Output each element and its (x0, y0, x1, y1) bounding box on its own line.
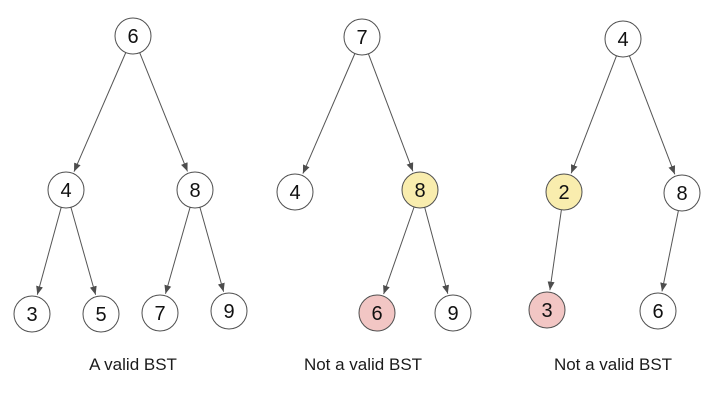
tree-node-circle-3 (528, 291, 566, 329)
tree-node-circle-2 (545, 173, 583, 211)
tree-edge-2-3 (547, 209, 562, 291)
tree-node-circle-9 (210, 292, 248, 330)
tree-edge-4-8 (628, 55, 676, 175)
tree-edge-4-5 (70, 207, 97, 295)
tree-edge-7-4 (302, 53, 356, 174)
tree-node-circle-6 (639, 292, 677, 330)
tree-node-value: 4 (60, 180, 71, 202)
caption-not-valid-bst-2: Not a valid BST (554, 355, 672, 374)
tree-node-circle-4 (276, 173, 314, 211)
caption-valid-bst: A valid BST (89, 355, 177, 374)
tree-node-value: 8 (414, 180, 425, 202)
tree-edge-4-3 (36, 207, 62, 295)
tree-invalid-bst-1: 7 4 8 6 9 (276, 18, 472, 332)
tree-edge-7-8 (367, 53, 414, 172)
tree-edge-8-9 (424, 207, 449, 294)
tree-node-circle-7 (141, 294, 179, 332)
tree-node-circle-7 (343, 18, 381, 56)
tree-node-circle-5 (82, 295, 120, 333)
tree-node-value: 3 (541, 300, 552, 322)
tree-node-value: 8 (189, 180, 200, 202)
tree-node-value: 9 (447, 303, 458, 325)
tree-invalid-bst-2: 4 2 8 3 6 (528, 20, 701, 330)
tree-node-circle-8 (663, 174, 701, 212)
tree-node-value: 9 (223, 301, 234, 323)
caption-not-valid-bst-1: Not a valid BST (304, 355, 422, 374)
tree-node-circle-6 (358, 294, 396, 332)
tree-node-value: 5 (95, 304, 106, 326)
tree-edge-6-8 (139, 52, 188, 172)
tree-node-value: 8 (676, 183, 687, 205)
tree-edge-8-6 (383, 206, 415, 295)
tree-valid-bst: 6 4 8 3 5 7 9 (13, 17, 248, 333)
tree-edge-8-6 (660, 210, 679, 292)
tree-node-circle-9 (434, 294, 472, 332)
tree-node-value: 7 (356, 27, 367, 49)
tree-node-circle-4 (604, 20, 642, 58)
tree-node-circle-8 (176, 171, 214, 209)
tree-node-value: 4 (289, 182, 300, 204)
tree-node-value: 2 (558, 182, 569, 204)
tree-node-value: 4 (617, 29, 628, 51)
tree-node-circle-6 (114, 17, 152, 55)
tree-node-value: 6 (127, 26, 138, 48)
tree-node-value: 7 (154, 303, 165, 325)
tree-edge-8-9 (199, 207, 225, 292)
tree-node-value: 6 (371, 303, 382, 325)
tree-node-value: 3 (26, 304, 37, 326)
tree-node-circle-4 (47, 171, 85, 209)
tree-node-circle-8 (401, 171, 439, 209)
tree-edge-4-2 (570, 55, 617, 174)
tree-node-circle-3 (13, 295, 51, 333)
tree-node-value: 6 (652, 301, 663, 323)
tree-edge-8-7 (164, 207, 191, 294)
tree-edge-6-4 (73, 52, 127, 172)
